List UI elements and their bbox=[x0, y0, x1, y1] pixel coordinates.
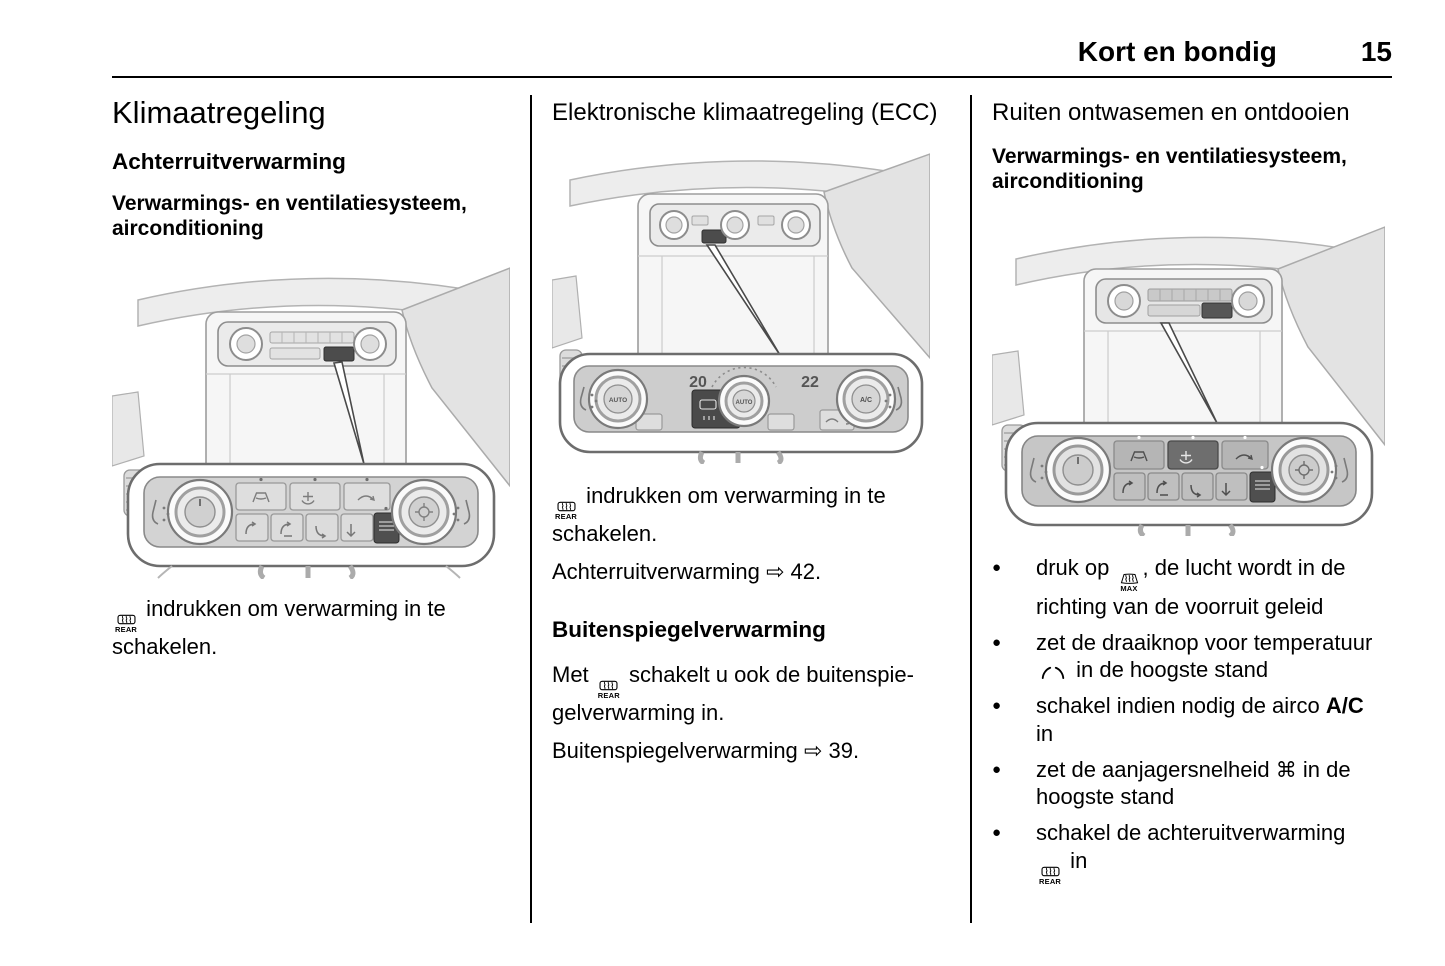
content-columns: Klimaatregeling Achterruitverwarming Ver… bbox=[112, 95, 1392, 923]
column-ecc: Elektronische klimaatregeling (ECC) bbox=[552, 95, 950, 765]
subheading-buitenspiegelverwarming: Buitenspiegelverwarming bbox=[552, 616, 826, 642]
header-rule bbox=[112, 76, 1392, 78]
subsubheading-system: Verwarmings- en ventilatiesysteem, airco… bbox=[992, 144, 1347, 194]
subheading-achterruitverwarming: Achterruitverwarming bbox=[112, 148, 346, 174]
list-item: ●schakel indien nodig de airco A/C in bbox=[992, 693, 1364, 746]
list-item: ●schakel de achteruitverwarming REAR in bbox=[992, 820, 1346, 886]
fan-icon: ⌘ bbox=[1275, 757, 1297, 782]
heading-ecc: Elektronische klimaatregeling (ECC) bbox=[552, 99, 938, 126]
max-defrost-icon: MAX bbox=[1119, 573, 1140, 593]
page-header: Kort en bondig 15 bbox=[112, 36, 1392, 68]
panel-temp-left-label: 20 bbox=[689, 374, 707, 391]
column-ruiten-ontwasemen: Ruiten ontwasemen en ontdooien Verwarmin… bbox=[992, 95, 1390, 894]
bullet-icon: ● bbox=[992, 559, 1002, 577]
reference-achterruitverwarming: Achterruitverwarming ⇨ 42. bbox=[552, 558, 822, 585]
column-klimaatregeling: Klimaatregeling Achterruitverwarming Ver… bbox=[112, 95, 510, 667]
bullet-icon: ● bbox=[992, 760, 1002, 778]
column-divider bbox=[970, 95, 972, 923]
caption-rear-heating: REAR indrukken om verwarming in te schak… bbox=[112, 595, 446, 660]
list-item: ●druk op MAX, de lucht wordt in de richt… bbox=[992, 555, 1346, 619]
rear-defrost-icon: REAR bbox=[555, 501, 577, 521]
page-title: Klimaatregeling bbox=[112, 95, 326, 130]
panel-knob-right-label: A/C bbox=[860, 397, 872, 404]
illustration-heating-ventilation-panel bbox=[112, 255, 510, 579]
section-title: Kort en bondig bbox=[1077, 36, 1277, 67]
bullet-icon: ● bbox=[992, 697, 1002, 715]
reference-buitenspiegelverwarming: Buitenspiegelverwarming ⇨ 39. bbox=[552, 737, 860, 764]
illustration-defrost-panel bbox=[992, 213, 1385, 537]
panel-temp-right-label: 22 bbox=[801, 374, 819, 391]
subsubheading-system: Verwarmings- en ventilatiesysteem, airco… bbox=[112, 191, 467, 241]
rear-defrost-icon: REAR bbox=[115, 614, 137, 634]
page-number: 15 bbox=[1360, 36, 1392, 67]
reference-arrow-icon: ⇨ bbox=[765, 559, 785, 585]
panel-knob-left-label: AUTO bbox=[609, 397, 627, 404]
bullet-icon: ● bbox=[992, 824, 1002, 842]
illustration-ecc-panel: 20 22 AUTO AUTO A/C bbox=[552, 143, 930, 464]
ac-control-label: A/C bbox=[1325, 693, 1364, 719]
para-mirror-heating: Met REAR schakelt u ook de buitenspie­ge… bbox=[552, 661, 914, 726]
temperature-knob-arcs-icon bbox=[1041, 666, 1065, 680]
rear-defrost-icon: REAR bbox=[598, 680, 620, 700]
list-item: ●zet de aanjagersnelheid ⌘ in de hoogste… bbox=[992, 756, 1351, 810]
bullet-icon: ● bbox=[992, 633, 1002, 651]
defrost-steps-list: ●druk op MAX, de lucht wordt in de richt… bbox=[992, 554, 1390, 885]
panel-knob-center-label: AUTO bbox=[736, 400, 753, 406]
heading-ruiten-ontwasemen: Ruiten ontwasemen en ontdooien bbox=[992, 99, 1350, 126]
rear-defrost-icon: REAR bbox=[1039, 866, 1061, 886]
reference-arrow-icon: ⇨ bbox=[803, 738, 823, 764]
para-ecc-rear: REAR indrukken om verwarming in te schak… bbox=[552, 482, 886, 547]
list-item: ●zet de draaiknop voor tempera­tuur in d… bbox=[992, 629, 1373, 683]
column-divider bbox=[530, 95, 532, 923]
